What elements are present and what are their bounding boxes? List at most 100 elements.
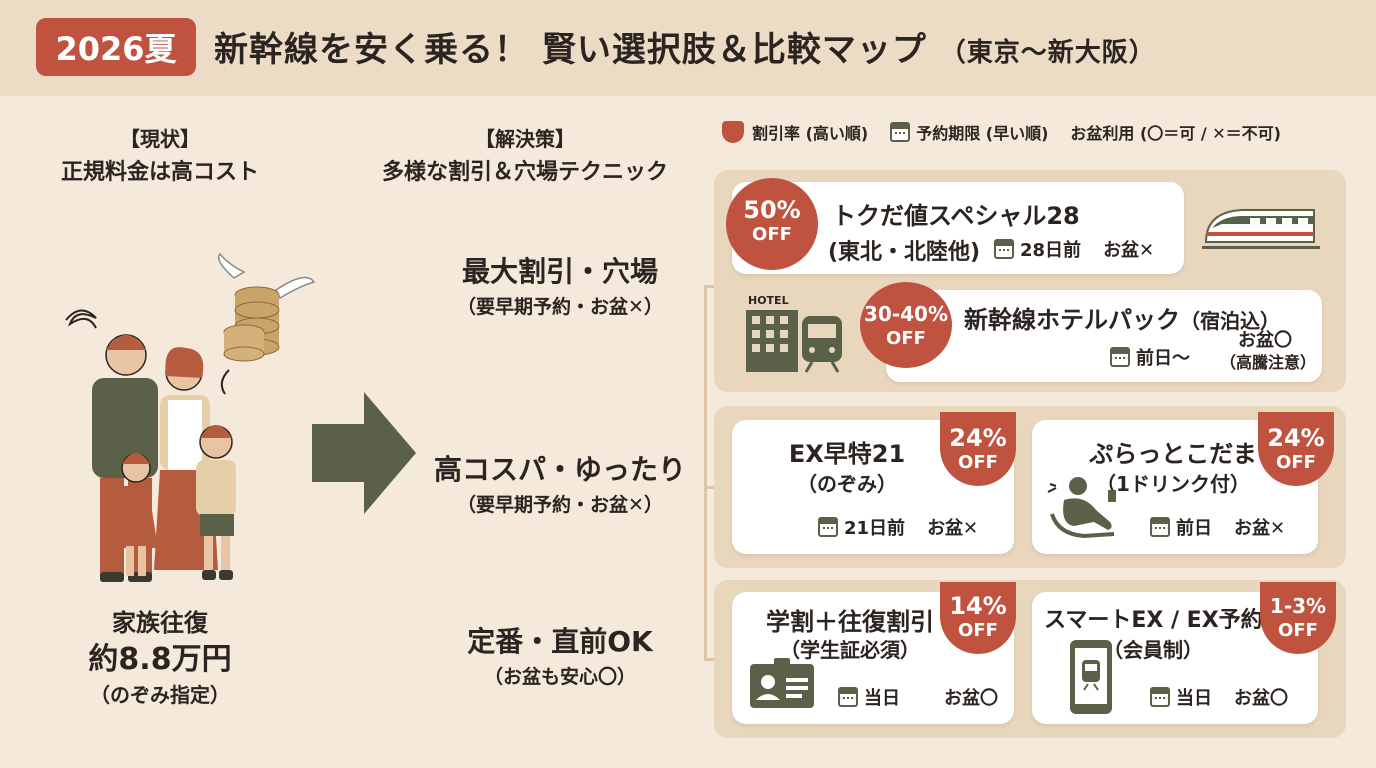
connector-tick bbox=[704, 285, 718, 288]
solution-heading: 【解決策】 多様な割引＆穴場テクニック bbox=[370, 122, 680, 190]
tier-title: 定番・直前OK bbox=[467, 625, 653, 658]
card-note: （1ドリンク付） bbox=[1096, 472, 1250, 496]
calendar-icon bbox=[818, 517, 838, 537]
card-name-sub: （宿泊込） bbox=[1180, 309, 1280, 333]
card-meta: 28日前 お盆✕ bbox=[994, 236, 1154, 262]
legend-obon-label: お盆利用 (〇＝可 / ✕＝不可) bbox=[1070, 124, 1281, 143]
calendar-icon bbox=[1110, 347, 1130, 367]
solution-heading-text: 多様な割引＆穴場テクニック bbox=[381, 160, 668, 185]
deadline: 21日前 bbox=[844, 518, 906, 539]
card-name: ぷらっとこだま bbox=[1089, 440, 1257, 468]
discount-pct: 50% bbox=[743, 196, 801, 224]
discount-badge: 30-40% OFF bbox=[860, 282, 952, 368]
solution-heading-tag: 【解決策】 bbox=[475, 127, 575, 151]
smartphone-train-icon bbox=[1070, 640, 1112, 714]
card-platto-kodama[interactable]: ぷらっとこだま （1ドリンク付） 前日 お盆✕ bbox=[1032, 420, 1318, 554]
tier-label-value: 高コスパ・ゆったり （要早期予約・お盆✕） bbox=[420, 450, 700, 520]
card-ex-hayatoku21[interactable]: EX早特21 （のぞみ） 21日前 お盆✕ bbox=[732, 420, 1014, 554]
discount-badge: 50% OFF bbox=[726, 178, 818, 270]
calendar-icon bbox=[1150, 687, 1170, 707]
connector-tick bbox=[704, 658, 718, 661]
hotel-sign: HOTEL bbox=[748, 294, 789, 307]
cost-note: （のぞみ指定） bbox=[90, 683, 230, 707]
current-heading-text: 正規料金は高コスト bbox=[60, 160, 259, 185]
card-name: 学割＋往復割引 bbox=[766, 608, 934, 636]
calendar-icon bbox=[890, 122, 911, 142]
card-name: 新幹線ホテルパック（宿泊込） bbox=[964, 300, 1280, 335]
discount-pct: 1-3% bbox=[1269, 594, 1327, 618]
right-arrow-icon bbox=[312, 392, 416, 514]
discount-pct: 24% bbox=[949, 424, 1007, 452]
card-name: スマートEX / EX予約 bbox=[1044, 608, 1263, 633]
hotel-train-icon bbox=[746, 310, 842, 373]
discount-badge: 24% OFF bbox=[940, 412, 1016, 486]
tier-label-standard: 定番・直前OK （お盆も安心〇） bbox=[420, 622, 700, 692]
tier-label-max: 最大割引・穴場 （要早期予約・お盆✕） bbox=[420, 252, 700, 322]
discount-pct: 14% bbox=[949, 592, 1007, 620]
legend-discount-label: 割引率 (高い順) bbox=[752, 124, 869, 143]
card-note: （学生証必須） bbox=[780, 638, 920, 662]
current-heading: 【現状】 正規料金は高コスト bbox=[40, 122, 280, 190]
obon-status: お盆〇 bbox=[1234, 688, 1288, 709]
tier-title: 最大割引・穴場 bbox=[461, 255, 658, 288]
header-bar: 2026夏 新幹線を安く乗る！ 賢い選択肢＆比較マップ （東京〜新大阪） bbox=[0, 0, 1376, 96]
obon-block: お盆〇 （高騰注意） bbox=[1220, 330, 1317, 374]
worried-family-illustration bbox=[65, 252, 316, 582]
legend-obon: お盆利用 (〇＝可 / ✕＝不可) bbox=[1070, 120, 1281, 144]
tier-note: （要早期予約・お盆✕） bbox=[457, 296, 663, 318]
cost-label: 家族往復 bbox=[112, 609, 208, 637]
deadline: 当日 bbox=[1176, 688, 1212, 709]
boy-figure bbox=[196, 425, 236, 580]
deadline: 当日 bbox=[864, 688, 900, 709]
obon-status: お盆✕ bbox=[927, 518, 979, 539]
discount-badge: 14% OFF bbox=[940, 582, 1016, 654]
discount-drop-icon bbox=[722, 121, 744, 143]
tier-connector-line bbox=[704, 285, 707, 660]
flying-coins-icon bbox=[217, 252, 316, 395]
calendar-icon bbox=[1150, 517, 1170, 537]
girl-figure bbox=[114, 453, 158, 576]
obon-status: お盆✕ bbox=[1234, 518, 1286, 539]
card-name-text: 新幹線ホテルパック bbox=[964, 306, 1180, 334]
title-route: （東京〜新大阪） bbox=[939, 38, 1156, 68]
discount-badge: 24% OFF bbox=[1258, 412, 1334, 486]
obon-status: お盆✕ bbox=[1103, 240, 1155, 261]
legend-deadline: 予約期限 (早い順) bbox=[890, 120, 1048, 144]
card-note: (東北・北陸他) bbox=[828, 240, 981, 265]
tier-note: （要早期予約・お盆✕） bbox=[457, 494, 663, 516]
calendar-icon bbox=[994, 239, 1014, 259]
discount-off: OFF bbox=[752, 224, 792, 245]
deadline: 前日 bbox=[1176, 518, 1212, 539]
obon-status: お盆〇 bbox=[944, 688, 998, 709]
discount-off: OFF bbox=[886, 328, 926, 349]
family-cost: 家族往復 約8.8万円 （のぞみ指定） bbox=[60, 606, 260, 710]
card-name: EX早特21 bbox=[788, 440, 906, 468]
calendar-icon bbox=[838, 687, 858, 707]
deadline: 28日前 bbox=[1020, 240, 1082, 261]
card-hotel-pack[interactable]: 新幹線ホテルパック（宿泊込） 前日〜 お盆〇 （高騰注意） bbox=[886, 290, 1322, 382]
connector-tick bbox=[704, 486, 718, 489]
discount-off: OFF bbox=[1276, 452, 1316, 473]
card-name: トクだ値スペシャル28 bbox=[832, 202, 1080, 230]
title-main: 新幹線を安く乗る！ 賢い選択肢＆比較マップ bbox=[214, 30, 927, 70]
deadline: 前日〜 bbox=[1136, 348, 1190, 369]
obon-note: （高騰注意） bbox=[1220, 353, 1317, 372]
shinkansen-icon bbox=[1202, 209, 1320, 249]
legend: 割引率 (高い順) 予約期限 (早い順) お盆利用 (〇＝可 / ✕＝不可) bbox=[722, 120, 1303, 144]
cost-amount: 約8.8万円 bbox=[88, 642, 232, 677]
discount-badge: 1-3% OFF bbox=[1260, 582, 1336, 654]
tier-note: （お盆も安心〇） bbox=[483, 666, 636, 688]
legend-deadline-label: 予約期限 (早い順) bbox=[916, 124, 1049, 143]
card-meta: 当日 お盆〇 bbox=[838, 684, 998, 710]
current-heading-tag: 【現状】 bbox=[120, 127, 200, 151]
discount-pct: 30-40% bbox=[863, 302, 948, 326]
discount-off: OFF bbox=[958, 620, 998, 641]
student-id-card-icon bbox=[750, 658, 814, 708]
card-meta: 前日〜 bbox=[1110, 344, 1190, 370]
tier-title: 高コスパ・ゆったり bbox=[433, 453, 686, 486]
card-note: （のぞみ） bbox=[797, 472, 897, 496]
card-meta: 21日前 お盆✕ bbox=[818, 514, 978, 540]
relaxing-passenger-icon bbox=[1047, 477, 1116, 539]
card-note: （会員制） bbox=[1103, 638, 1203, 662]
card-meta: 当日 お盆〇 bbox=[1150, 684, 1288, 710]
